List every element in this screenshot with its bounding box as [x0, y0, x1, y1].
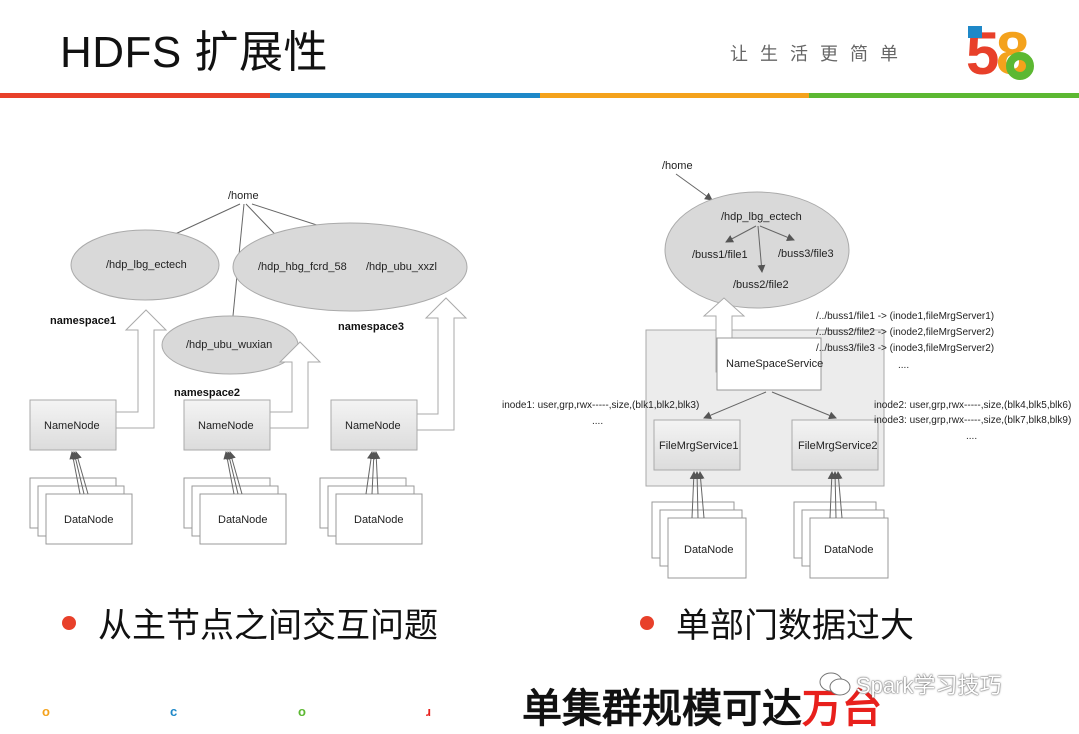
- footer-icons: o c o ɹ: [0, 704, 460, 720]
- datanode-label: DataNode: [64, 514, 114, 526]
- mapping-line: ....: [898, 360, 909, 371]
- color-stripe: [0, 93, 1079, 98]
- datanode-label: DataNode: [824, 544, 874, 556]
- namenode-label: NameNode: [198, 420, 254, 432]
- mapping-line: /../buss3/file3 -> (inode3,fileMrgServer…: [816, 343, 994, 354]
- bullet-item: 单部门数据过大: [640, 598, 914, 647]
- file-label: /buss1/file1: [692, 249, 748, 261]
- ellipse-label: /hdp_lbg_ectech: [106, 259, 187, 271]
- namespace-label: namespace1: [50, 315, 116, 327]
- file-label: /buss2/file2: [733, 279, 789, 291]
- watermark-text: Spark学习技巧: [856, 673, 1002, 698]
- ellipse-label: /hdp_ubu_wuxian: [186, 339, 272, 351]
- left-datanode-stacks: [29, 477, 423, 545]
- right-datanode-stacks: [651, 501, 889, 579]
- ellipse-hdp-lbg-ectech: [70, 229, 220, 301]
- stripe-red: [0, 93, 270, 98]
- datanode-label: DataNode: [354, 514, 404, 526]
- namespace-service-box: [716, 337, 822, 391]
- inode-line: inode1: user,grp,rwx-----,size,(blk1,blk…: [502, 400, 699, 411]
- company-logo: 5 8: [966, 20, 1034, 82]
- footer-headline: 单集群规模可达万台: [522, 676, 882, 734]
- stripe-green: [809, 93, 1079, 98]
- footer-icon-o-green: o: [298, 704, 306, 719]
- datanode-label: DataNode: [684, 544, 734, 556]
- filemrg-service-box: [653, 419, 741, 471]
- namespace-label: namespace2: [174, 387, 240, 399]
- stripe-blue: [269, 93, 540, 98]
- ellipse-namespace3: [232, 222, 468, 312]
- mapping-line: /../buss1/file1 -> (inode1,fileMrgServer…: [816, 311, 994, 322]
- ellipse-label: /hdp_hbg_fcrd_58: [258, 261, 347, 273]
- ellipse-root-label: /hdp_lbg_ectech: [721, 211, 802, 223]
- stripe-orange: [539, 93, 810, 98]
- filemrg-service-box: [791, 419, 879, 471]
- left-namenodes: [29, 399, 418, 451]
- bullet-text: 从主节点之间交互问题: [98, 607, 438, 645]
- slide-title: HDFS 扩展性: [60, 28, 328, 77]
- footer-icon-o-orange: o: [42, 704, 50, 719]
- headline-prefix: 单集群规模可达: [522, 687, 802, 731]
- inode-line: ....: [592, 416, 603, 427]
- ellipse-hdp-lbg-ectech-right: [664, 191, 850, 309]
- inode-line: inode3: user,grp,rwx-----,size,(blk7,blk…: [874, 415, 1071, 426]
- filemrg-label: FileMrgService1: [659, 440, 738, 452]
- left-root-label: /home: [228, 190, 259, 202]
- slogan: 让生活更简单: [730, 44, 910, 64]
- bullet-dot: [640, 615, 654, 630]
- namenode-label: NameNode: [345, 420, 401, 432]
- inode-line: inode2: user,grp,rwx-----,size,(blk4,blk…: [874, 400, 1071, 411]
- watermark: Spark学习技巧: [818, 668, 1001, 700]
- bullet-text: 单部门数据过大: [676, 607, 914, 645]
- filemrg-label: FileMrgService2: [798, 440, 877, 452]
- wechat-icon: [819, 672, 851, 696]
- namespace-label: namespace3: [338, 321, 404, 333]
- mapping-line: /../buss2/file2 -> (inode2,fileMrgServer…: [816, 327, 994, 338]
- right-root-label: /home: [662, 160, 693, 172]
- inode-line: ....: [966, 431, 977, 442]
- ellipse-label: /hdp_ubu_xxzl: [366, 261, 437, 273]
- bullet-item: 从主节点之间交互问题: [62, 598, 438, 647]
- bullet-dot: [62, 615, 76, 630]
- namespace-service-label: NameSpaceService: [726, 358, 823, 370]
- file-label: /buss3/file3: [778, 248, 834, 260]
- footer-icon-corner-red: ɹ: [426, 704, 432, 719]
- datanode-label: DataNode: [218, 514, 268, 526]
- footer-icon-c-blue: c: [170, 704, 178, 719]
- namenode-label: NameNode: [44, 420, 100, 432]
